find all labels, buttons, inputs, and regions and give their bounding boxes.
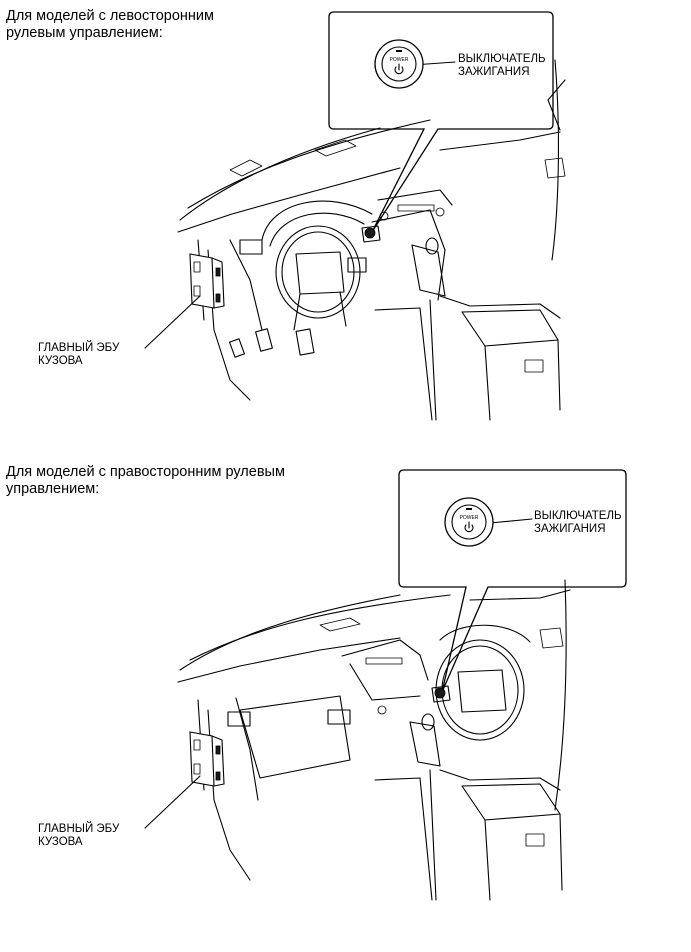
- lhd-ignition-callout: [328, 11, 554, 233]
- rhd-ignition-switch-label: ВЫКЛЮЧАТЕЛЬ ЗАЖИГАНИЯ: [534, 510, 622, 536]
- lhd-ignition-switch-label-line-2: ЗАЖИГАНИЯ: [458, 66, 530, 78]
- lhd-ecu-module: [144, 253, 225, 349]
- rhd-heading: Для моделей с правосторонним рулевым упр…: [6, 464, 285, 498]
- rhd-ecu-module: [144, 731, 225, 829]
- lhd-ignition-switch-label: ВЫКЛЮЧАТЕЛЬ ЗАЖИГАНИЯ: [458, 53, 546, 79]
- lhd-dashboard-body: [177, 59, 566, 421]
- lhd-ecu-label-line-1: ГЛАВНЫЙ ЭБУ: [38, 342, 120, 354]
- rhd-dashboard-illustration: POWER: [144, 469, 627, 901]
- lhd-ecu-label-line-2: КУЗОВА: [38, 355, 83, 367]
- lhd-heading: Для моделей с левосторонним рулевым упра…: [6, 8, 214, 42]
- rhd-dashboard-body: [177, 579, 571, 901]
- rhd-ignition-switch-label-line-2: ЗАЖИГАНИЯ: [534, 523, 606, 535]
- rhd-diagram: Для моделей с правосторонним рулевым упр…: [0, 460, 691, 952]
- lhd-power-button-icon: POWER: [374, 39, 424, 89]
- rhd-ignition-switch-label-line-1: ВЫКЛЮЧАТЕЛЬ: [534, 510, 622, 522]
- rhd-ecu-label: ГЛАВНЫЙ ЭБУ КУЗОВА: [38, 823, 119, 849]
- lhd-heading-line-2: рулевым управлением:: [6, 25, 163, 41]
- lhd-dashboard-illustration: POWER: [144, 11, 566, 421]
- rhd-heading-line-2: управлением:: [6, 481, 100, 497]
- lhd-ignition-switch-label-line-1: ВЫКЛЮЧАТЕЛЬ: [458, 53, 546, 65]
- rhd-power-button-icon: POWER: [444, 497, 494, 547]
- lhd-ecu-label: ГЛАВНЫЙ ЭБУ КУЗОВА: [38, 342, 119, 368]
- rhd-heading-line-1: Для моделей с правосторонним рулевым: [6, 464, 285, 480]
- rhd-power-button-text: POWER: [460, 515, 479, 521]
- rhd-ecu-label-line-1: ГЛАВНЫЙ ЭБУ: [38, 823, 120, 835]
- rhd-ecu-label-line-2: КУЗОВА: [38, 836, 83, 848]
- lhd-power-button-text: POWER: [390, 57, 409, 63]
- rhd-ignition-callout: [398, 469, 627, 693]
- lhd-heading-line-1: Для моделей с левосторонним: [6, 8, 214, 24]
- lhd-diagram: Для моделей с левосторонним рулевым упра…: [0, 0, 691, 460]
